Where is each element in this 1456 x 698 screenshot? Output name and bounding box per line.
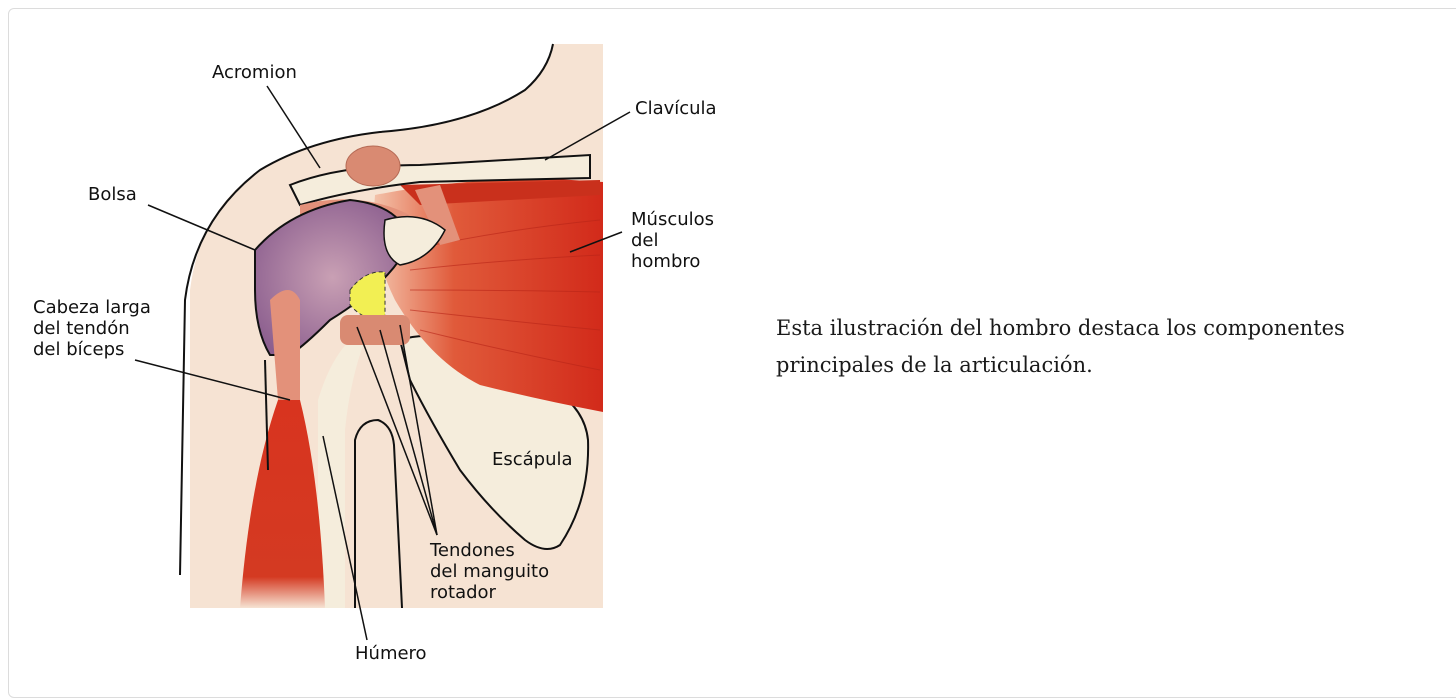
label-escapula: Escápula	[492, 449, 573, 470]
label-tendones-del-manguito-rotador: Tendones del manguito rotador	[430, 540, 549, 603]
label-bolsa: Bolsa	[88, 184, 137, 205]
label-acromion: Acromion	[212, 62, 297, 83]
label-cabeza-larga-del-tendon-del-biceps: Cabeza larga del tendón del bíceps	[33, 297, 151, 360]
acromion-joint	[346, 146, 400, 186]
label-clavicula: Clavícula	[635, 98, 717, 119]
label-humero: Húmero	[355, 643, 427, 664]
rotator-cuff-band	[340, 315, 410, 345]
figure-caption: Esta ilustración del hombro destaca los …	[776, 310, 1396, 384]
label-musculos-del-hombro: Músculos del hombro	[631, 209, 714, 272]
